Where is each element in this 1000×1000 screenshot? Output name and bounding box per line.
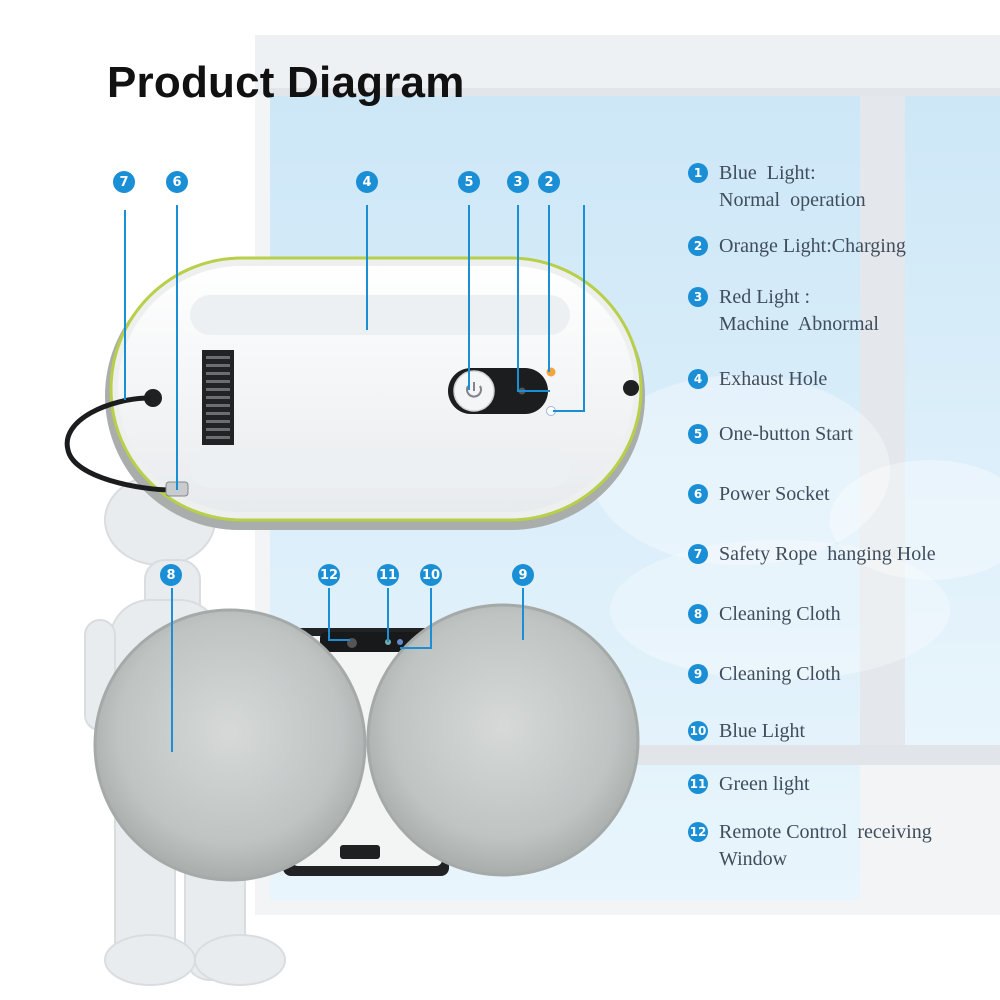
legend-label: Exhaust Hole bbox=[719, 368, 828, 390]
legend-number-badge: 12 bbox=[688, 822, 708, 842]
callout-badge-12: 12 bbox=[318, 564, 340, 586]
legend-label: Green light bbox=[719, 773, 810, 795]
legend-number-badge: 10 bbox=[688, 721, 708, 741]
callout-badge-4: 4 bbox=[356, 171, 378, 193]
callout-badge-5: 5 bbox=[458, 171, 480, 193]
legend-number-badge: 4 bbox=[688, 369, 708, 389]
legend-number-badge: 1 bbox=[688, 163, 708, 183]
legend-number-badge: 9 bbox=[688, 664, 708, 684]
callout-badge-2: 2 bbox=[538, 171, 560, 193]
legend-number-badge: 6 bbox=[688, 484, 708, 504]
callout-badge-3: 3 bbox=[507, 171, 529, 193]
callout-badge-11: 11 bbox=[377, 564, 399, 586]
robot-top-view bbox=[64, 256, 645, 530]
callout-badge-6: 6 bbox=[166, 171, 188, 193]
legend-number-badge: 2 bbox=[688, 236, 708, 256]
legend-number-badge: 3 bbox=[688, 287, 708, 307]
legend-label-line2: Normal operation bbox=[719, 189, 866, 211]
legend-label: Cleaning Cloth bbox=[719, 603, 841, 625]
legend-number-badge: 5 bbox=[688, 424, 708, 444]
legend-label-line2: Window bbox=[719, 848, 788, 870]
legend-number-badge: 7 bbox=[688, 544, 708, 564]
legend-label: Power Socket bbox=[719, 483, 830, 505]
legend-number-badge: 8 bbox=[688, 604, 708, 624]
legend-label: Cleaning Cloth bbox=[719, 663, 841, 685]
callout-badge-7: 7 bbox=[113, 171, 135, 193]
legend-label: Orange Light:Charging bbox=[719, 235, 906, 257]
legend-number-badge: 11 bbox=[688, 774, 708, 794]
callout-lines bbox=[124, 205, 585, 752]
legend-label: Red Light : bbox=[719, 286, 811, 308]
legend-label-line2: Machine Abnormal bbox=[719, 313, 879, 335]
legend-label: Safety Rope hanging Hole bbox=[719, 543, 936, 565]
legend-label: Blue Light: bbox=[719, 162, 816, 184]
legend-label: Blue Light bbox=[719, 720, 806, 742]
callout-badge-10: 10 bbox=[420, 564, 442, 586]
legend-label: Remote Control receiving bbox=[719, 821, 932, 843]
callout-badge-8: 8 bbox=[160, 564, 182, 586]
power-icon bbox=[466, 382, 482, 398]
legend-label: One-button Start bbox=[719, 423, 853, 445]
page-title: Product Diagram bbox=[107, 58, 465, 107]
robot-bottom-view bbox=[93, 603, 640, 882]
callout-badge-9: 9 bbox=[512, 564, 534, 586]
